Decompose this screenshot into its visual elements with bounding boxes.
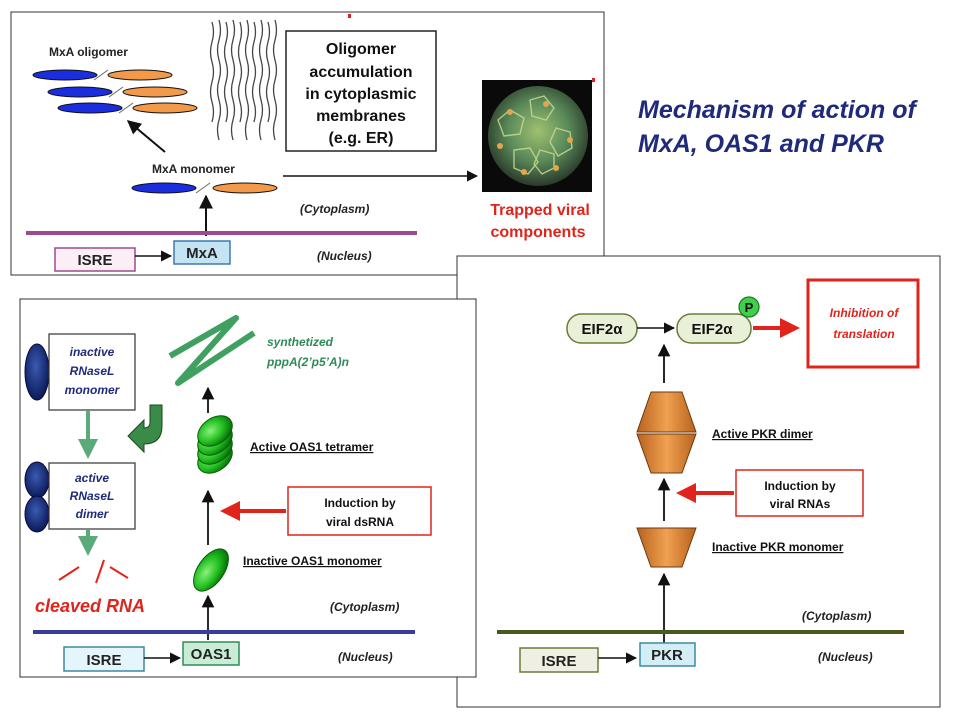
mxa-monomer-shape	[131, 182, 278, 194]
eif2a-p-box	[676, 313, 752, 344]
rnasel-dimer-line-1: active	[75, 471, 109, 485]
oas1-induction-box	[287, 486, 432, 536]
mxa-gene-label: MxA	[186, 245, 218, 262]
synth-line-2: pppA(2’p5’A)n	[266, 355, 349, 369]
mxa-monomer-label: MxA monomer	[152, 162, 235, 176]
rnasel-dimer-box	[48, 462, 136, 530]
pkr-gene-label: PKR	[651, 647, 683, 664]
oas1-nucleus-label: (Nucleus)	[338, 650, 393, 664]
pkr-induction-line-1: Induction by	[764, 479, 836, 493]
pkr-nucleus-label: (Nucleus)	[818, 650, 873, 664]
oligomer-box-line-5: (e.g. ER)	[329, 130, 394, 147]
title-line-2: MxA, OAS1 and PKR	[638, 130, 884, 158]
pkr-monomer-shape	[636, 527, 697, 568]
pkr-panel: EIF2α EIF2α P Inhibition of translation …	[456, 255, 941, 708]
oligoadenylate-zigzag	[168, 315, 256, 386]
mxa-monomer-to-oligomer-arrow	[126, 120, 166, 153]
rnasel-dimer-shape	[24, 461, 50, 533]
rnasel-dimer-line-2: RNaseL	[70, 489, 115, 503]
oligomer-accumulation-box	[285, 30, 437, 152]
mxa-isre-label: ISRE	[77, 252, 112, 269]
oas1-isre-box	[63, 646, 145, 672]
main-title: Mechanism of action of MxA, OAS1 and PKR	[638, 96, 918, 158]
oas1-monomer-shape	[193, 548, 229, 592]
eif2a-label: EIF2α	[582, 321, 624, 338]
title-line-1: Mechanism of action of	[638, 96, 918, 124]
mxa-oligomer-label: MxA oligomer	[49, 45, 128, 59]
rnasel-monomer-line-1: inactive	[70, 345, 115, 359]
oligoadenylate-to-rnasel-arrow	[127, 404, 163, 454]
oas1-cytoplasm-label: (Cytoplasm)	[330, 600, 399, 614]
mxa-cytoplasm-label: (Cytoplasm)	[300, 202, 369, 216]
oas1-tetramer-label: Active OAS1 tetramer	[250, 440, 374, 454]
pkr-monomer-label: Inactive PKR monomer	[712, 540, 844, 554]
inhibition-line-2: translation	[833, 327, 894, 341]
cleaved-rna-label: cleaved RNA	[35, 596, 145, 616]
mxa-panel: MxA oligomer Ol	[10, 11, 605, 276]
pkr-induction-box	[735, 469, 864, 517]
rnasel-monomer-line-2: RNaseL	[70, 364, 115, 378]
mxa-oligomer-shape	[32, 69, 198, 114]
mxa-nucleus-label: (Nucleus)	[317, 249, 372, 263]
inhibition-line-1: Inhibition of	[830, 306, 900, 320]
rnasel-dimer-line-3: dimer	[76, 507, 110, 521]
oas1-gene-box	[182, 641, 240, 666]
rnasel-monomer-line-3: monomer	[65, 383, 121, 397]
trapped-viral-line-2: components	[490, 224, 585, 241]
pkr-dimer-label: Active PKR dimer	[712, 427, 813, 441]
pkr-isre-label: ISRE	[541, 653, 576, 670]
mxa-gene-box	[173, 240, 231, 265]
oas1-gene-label: OAS1	[191, 646, 232, 663]
membrane-stack-image	[209, 19, 278, 141]
oas1-induction-line-1: Induction by	[324, 496, 396, 510]
oas1-induction-line-2: viral dsRNA	[326, 515, 394, 529]
phosphate-label: P	[745, 300, 754, 315]
pkr-gene-box	[639, 642, 696, 667]
pkr-isre-box	[519, 647, 599, 673]
inhibition-box	[806, 278, 920, 369]
oas1-panel: inactive RNaseL monomer active RNaseL di…	[19, 298, 477, 678]
oas1-isre-label: ISRE	[86, 652, 121, 669]
rnasel-monomer-box	[48, 333, 136, 411]
oas1-tetramer-shape	[197, 415, 233, 474]
oas1-monomer-label: Inactive OAS1 monomer	[243, 554, 382, 568]
rnasel-monomer-shape	[24, 343, 50, 401]
phosphate-badge	[738, 296, 760, 318]
oligomer-box-line-3: in cytoplasmic	[305, 86, 416, 103]
virus-image	[482, 80, 595, 192]
cleaved-rna-fragments	[58, 559, 129, 584]
pkr-cytoplasm-label: (Cytoplasm)	[802, 609, 871, 623]
oligomer-box-line-1: Oligomer	[326, 41, 396, 58]
pkr-dimer-shape	[636, 391, 697, 474]
pkr-induction-line-2: viral RNAs	[770, 497, 831, 511]
eif2a-p-label: EIF2α	[692, 321, 734, 338]
synth-line-1: synthetized	[267, 335, 334, 349]
mxa-isre-box	[54, 247, 136, 272]
trapped-viral-line-1: Trapped viral	[490, 202, 590, 219]
oligomer-box-line-4: membranes	[316, 108, 406, 125]
oligomer-box-line-2: accumulation	[309, 64, 412, 81]
